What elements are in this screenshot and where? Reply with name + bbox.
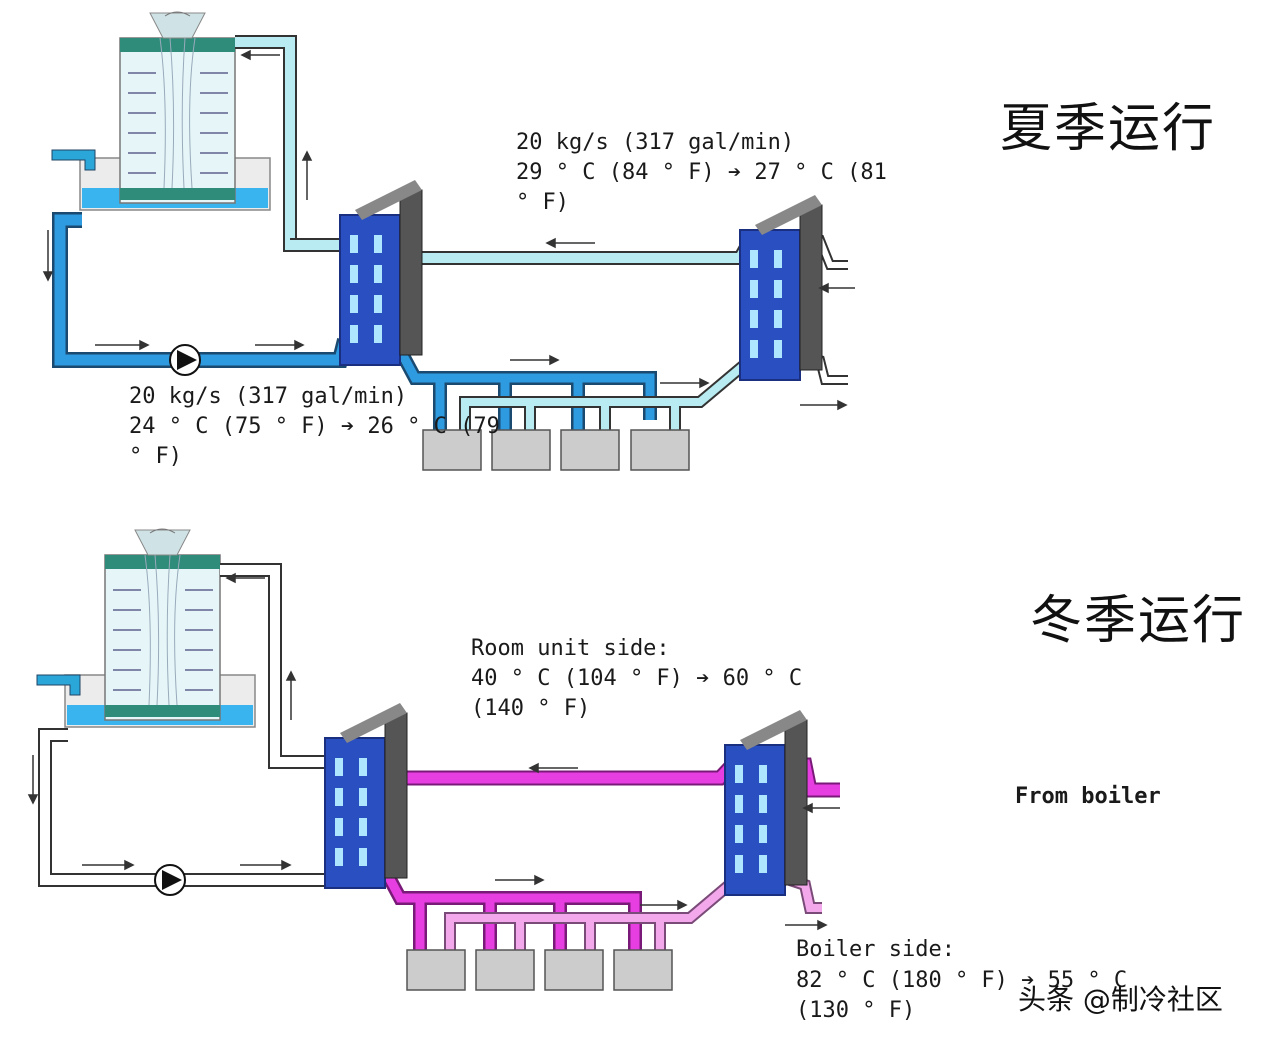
winter-title: 冬季运行	[1030, 591, 1247, 651]
boiler-side-line2: 82 ° C (180 ° F) ➔ 55 ° C	[796, 968, 1128, 993]
winter-system	[27, 528, 840, 991]
fan-coil-unit-icon	[491, 429, 551, 471]
fan-coil-unit-icon	[613, 949, 673, 991]
from-boiler-label: From boiler	[1015, 784, 1161, 809]
summer-system	[42, 11, 855, 471]
boiler-side-line1: Boiler side:	[796, 937, 955, 962]
flow-arrow-icon	[42, 49, 855, 411]
flow-arrow-icon	[27, 572, 840, 931]
faucet-icon	[36, 674, 81, 696]
heat-exchanger-icon	[324, 702, 408, 889]
summer-top-flow-line1: 20 kg/s (317 gal/min)	[516, 130, 795, 155]
cooling-tower-icon	[64, 528, 256, 728]
summer-top-flow-line3: ° F)	[516, 190, 569, 215]
watermark: 头条 @制冷社区	[1018, 983, 1223, 1016]
heat-exchanger-icon	[339, 179, 423, 366]
summer-top-flow-line2: 29 ° C (84 ° F) ➔ 27 ° C (81	[516, 160, 887, 185]
room-unit-side-line3: (140 ° F)	[471, 696, 591, 721]
summer-bottom-flow-line2: 24 ° C (75 ° F) ➔ 26 ° C (79	[129, 414, 500, 439]
heat-exchanger-icon	[739, 194, 823, 381]
boiler-side-line3: (130 ° F)	[796, 998, 916, 1023]
room-unit-side-line2: 40 ° C (104 ° F) ➔ 60 ° C	[471, 666, 803, 691]
heat-exchanger-icon	[724, 709, 808, 896]
summer-bottom-flow-line1: 20 kg/s (317 gal/min)	[129, 384, 408, 409]
fan-coil-unit-icon	[544, 949, 604, 991]
fan-coil-unit-icon	[475, 949, 535, 991]
faucet-icon	[51, 149, 96, 171]
fan-coil-unit-icon	[406, 949, 466, 991]
summer-bottom-flow-line3: ° F)	[129, 444, 182, 469]
fan-coil-unit-icon	[630, 429, 690, 471]
room-unit-side-line1: Room unit side:	[471, 636, 670, 661]
summer-title: 夏季运行	[1000, 99, 1217, 159]
fan-coil-unit-icon	[560, 429, 620, 471]
